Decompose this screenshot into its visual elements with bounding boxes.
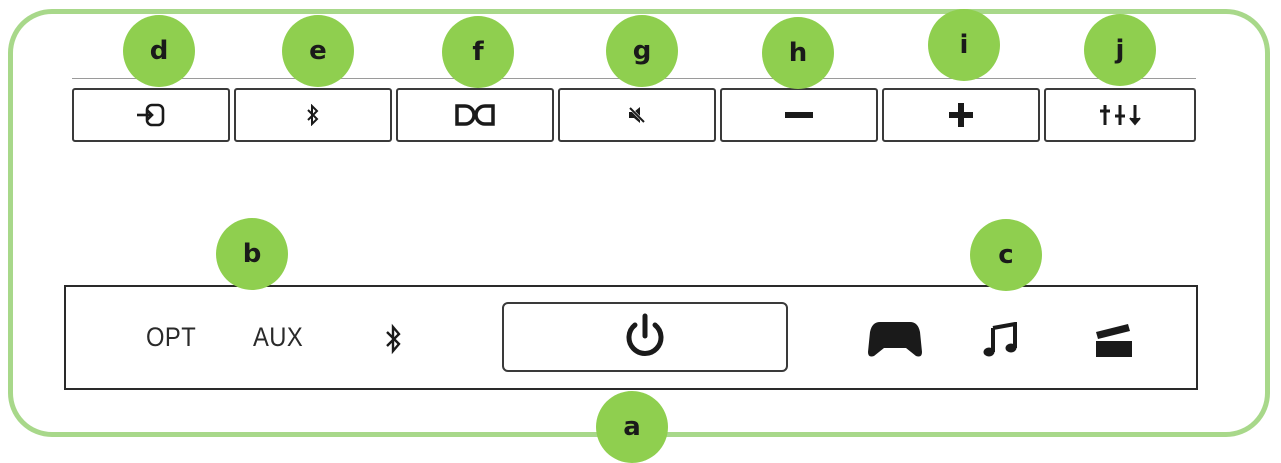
callout-g: g [606,15,678,87]
volume-up-button[interactable] [882,88,1040,142]
equalizer-icon [1100,105,1141,126]
dolby-button[interactable] [396,88,554,142]
callout-b: b [216,218,288,290]
mute-button[interactable] [558,88,716,142]
input-source-button[interactable] [72,88,230,142]
mute-icon [627,105,647,125]
callout-e: e [282,15,354,87]
gamepad-icon[interactable] [868,318,922,358]
input-source-icon [137,103,165,127]
movie-clapper-icon[interactable] [1092,322,1136,358]
volume-down-icon [785,112,813,118]
source-label-opt: OPT [146,322,197,352]
callout-a: a [596,391,668,463]
equalizer-button[interactable] [1044,88,1196,142]
power-icon [626,313,664,356]
callout-h: h [762,17,834,89]
callout-f: f [442,16,514,88]
callout-c: c [970,219,1042,291]
bluetooth-icon [386,323,401,355]
source-label-aux: AUX [253,322,304,352]
callout-i: i [928,9,1000,81]
volume-up-icon [949,103,973,127]
music-note-icon[interactable] [983,322,1019,358]
volume-down-button[interactable] [720,88,878,142]
bluetooth-button[interactable] [234,88,392,142]
callout-d: d [123,15,195,87]
power-button[interactable] [502,302,788,372]
dolby-icon [455,104,495,126]
bluetooth-icon [307,104,319,126]
callout-j: j [1084,14,1156,86]
